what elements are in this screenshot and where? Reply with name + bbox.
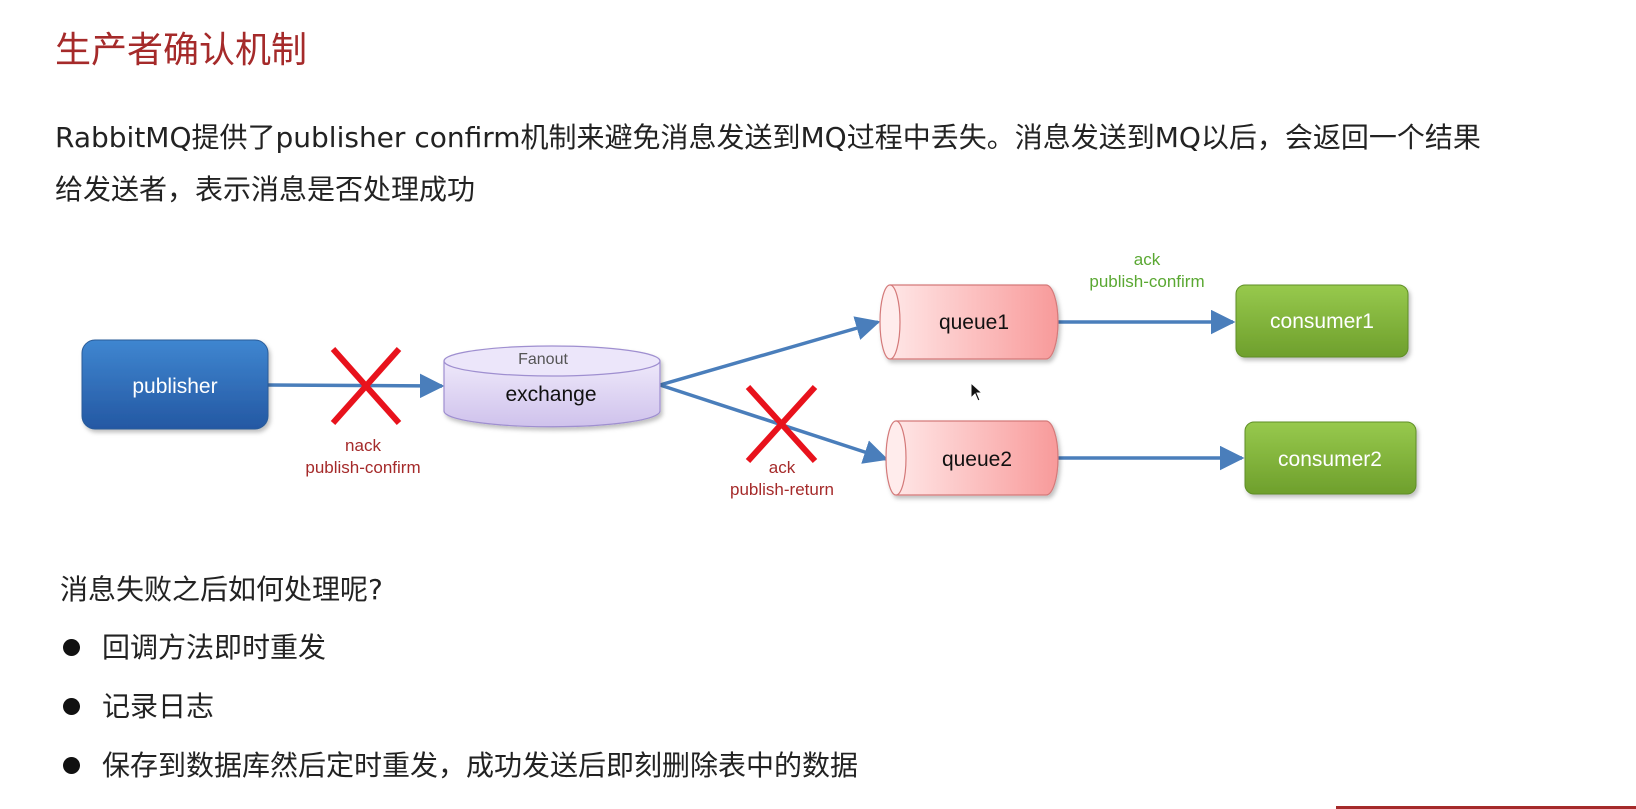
publisher-node: [81, 339, 269, 430]
confirm-diagram: publisher Fanout exchange queue1 queue2 …: [81, 250, 1417, 499]
return-cross-icon: [745, 384, 818, 464]
bullet-icon: [63, 698, 80, 715]
exchange-type-label: Fanout: [518, 351, 568, 368]
intro-paragraph: RabbitMQ提供了publisher confirm机制来避免消息发送到MQ…: [55, 112, 1555, 216]
bullet-icon: [63, 757, 80, 774]
consumer2-node: [1244, 421, 1417, 495]
publisher-label: publisher: [132, 375, 217, 398]
return-label-line1: ack: [769, 458, 796, 477]
intro-line-1: RabbitMQ提供了publisher confirm机制来避免消息发送到MQ…: [55, 121, 1481, 154]
queue1-label: queue1: [939, 311, 1009, 334]
intro-line-2: 给发送者，表示消息是否处理成功: [55, 173, 476, 206]
footer-accent-bar: [1336, 806, 1636, 809]
mouse-cursor-icon: [970, 382, 984, 402]
queue1-node: [879, 284, 1059, 360]
exchange-node: [443, 345, 661, 428]
list-item-text: 保存到数据库然后定时重发，成功发送后即刻删除表中的数据: [102, 749, 859, 782]
nack-label-line1: nack: [345, 436, 381, 455]
arrow-exchange-queue2: [659, 383, 889, 464]
list-item-text: 回调方法即时重发: [102, 631, 327, 664]
consumer1-label: consumer1: [1270, 310, 1374, 333]
return-label-line2: publish-return: [730, 480, 834, 499]
arrow-exchange-queue1: [659, 316, 881, 387]
question-text: 消息失败之后如何处理呢?: [60, 573, 383, 606]
exchange-label: exchange: [505, 383, 596, 406]
ack-label-line2: publish-confirm: [1089, 272, 1204, 291]
nack-label-line2: publish-confirm: [305, 458, 420, 477]
ack-label-line1: ack: [1134, 250, 1161, 269]
queue2-node: [885, 420, 1059, 496]
list-item: 保存到数据库然后定时重发，成功发送后即刻删除表中的数据: [60, 746, 858, 805]
nack-cross-icon: [330, 347, 402, 425]
solution-list: 回调方法即时重发 记录日志 保存到数据库然后定时重发，成功发送后即刻删除表中的数…: [60, 628, 858, 805]
consumer1-node: [1235, 284, 1409, 358]
consumer2-label: consumer2: [1278, 448, 1382, 471]
queue2-label: queue2: [942, 448, 1012, 471]
list-item-text: 记录日志: [102, 690, 215, 723]
slide-title: 生产者确认机制: [55, 30, 308, 71]
bullet-icon: [63, 639, 80, 656]
list-item: 记录日志: [60, 687, 858, 746]
arrow-publisher-exchange: [267, 373, 445, 399]
list-item: 回调方法即时重发: [60, 628, 858, 687]
